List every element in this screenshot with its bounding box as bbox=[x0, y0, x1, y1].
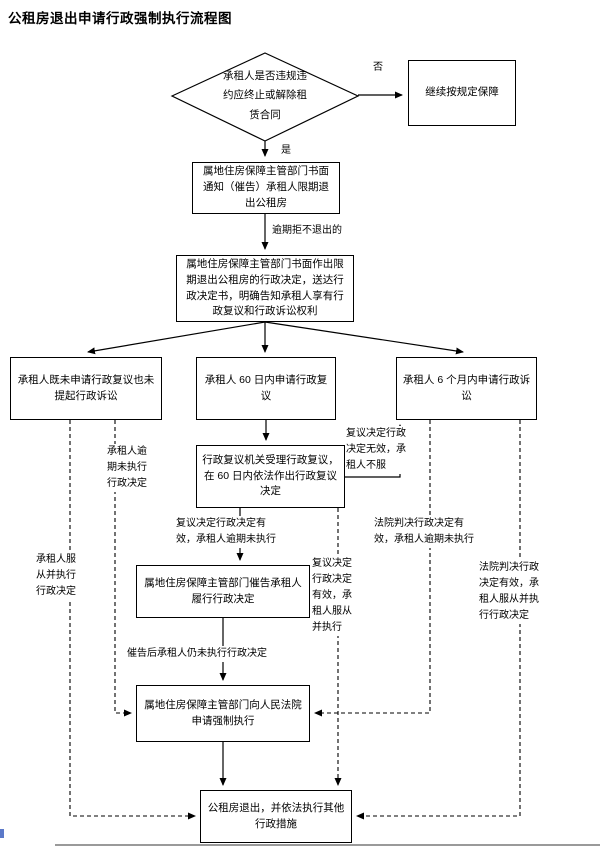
node-reconsideration-accept: 行政复议机关受理行政复议，在 60 日内依法作出行政复议决定 bbox=[196, 445, 345, 508]
node-decision: 承租人是否违规违约应终止或解除租赁合同 bbox=[223, 69, 307, 121]
edge-label-urge-still-not-execute: 催告后承租人仍未执行行政决定 bbox=[127, 646, 267, 662]
page-edge-artifact bbox=[0, 829, 4, 838]
edge-label-recon-invalid-dissatisfied: 复议决定行政决定无效，承租人不服 bbox=[346, 426, 410, 474]
edge-label-court-valid-overdue: 法院判决行政决定有效，承租人逾期未执行 bbox=[374, 516, 480, 548]
node-notify-exit: 属地住房保障主管部门书面通知（催告）承租人限期退出公租房 bbox=[192, 162, 340, 214]
edge-label-no: 否 bbox=[373, 60, 383, 76]
node-exit-done: 公租房退出，并依法执行其他行政措施 bbox=[200, 790, 352, 843]
node-admin-decision: 属地住房保障主管部门书面作出限期退出公租房的行政决定，送达行政决定书，明确告知承… bbox=[176, 255, 354, 322]
edge-label-overdue-not-execute: 承租人逾期未执行行政决定 bbox=[107, 444, 151, 492]
edge-label-court-valid-comply: 法院判决行政决定有效，承租人服从并执行行政决定 bbox=[479, 560, 543, 624]
node-litigation: 承租人 6 个月内申请行政诉讼 bbox=[396, 357, 537, 420]
page-title: 公租房退出申请行政强制执行流程图 bbox=[8, 11, 232, 26]
edge-label-yes: 是 bbox=[281, 143, 291, 159]
node-urge-perform: 属地住房保障主管部门催告承租人履行行政决定 bbox=[136, 565, 310, 618]
node-continue-protection: 继续按规定保障 bbox=[408, 60, 516, 126]
decision-diamond-shape bbox=[170, 52, 360, 142]
page-edge-shadow bbox=[55, 844, 600, 846]
node-court-enforce: 属地住房保障主管部门向人民法院申请强制执行 bbox=[136, 685, 310, 742]
edge-label-recon-valid-comply: 复议决定行政决定有效，承租人服从并执行 bbox=[312, 556, 356, 636]
edge-label-comply-execute: 承租人服从并执行行政决定 bbox=[36, 552, 80, 600]
node-no-action: 承租人既未申请行政复议也未提起行政诉讼 bbox=[10, 357, 162, 420]
node-reconsideration: 承租人 60 日内申请行政复议 bbox=[196, 357, 336, 420]
edge-label-recon-valid-overdue: 复议决定行政决定有效，承租人逾期未执行 bbox=[176, 516, 282, 548]
edge-label-overdue-refuse: 逾期拒不退出的 bbox=[272, 223, 342, 239]
